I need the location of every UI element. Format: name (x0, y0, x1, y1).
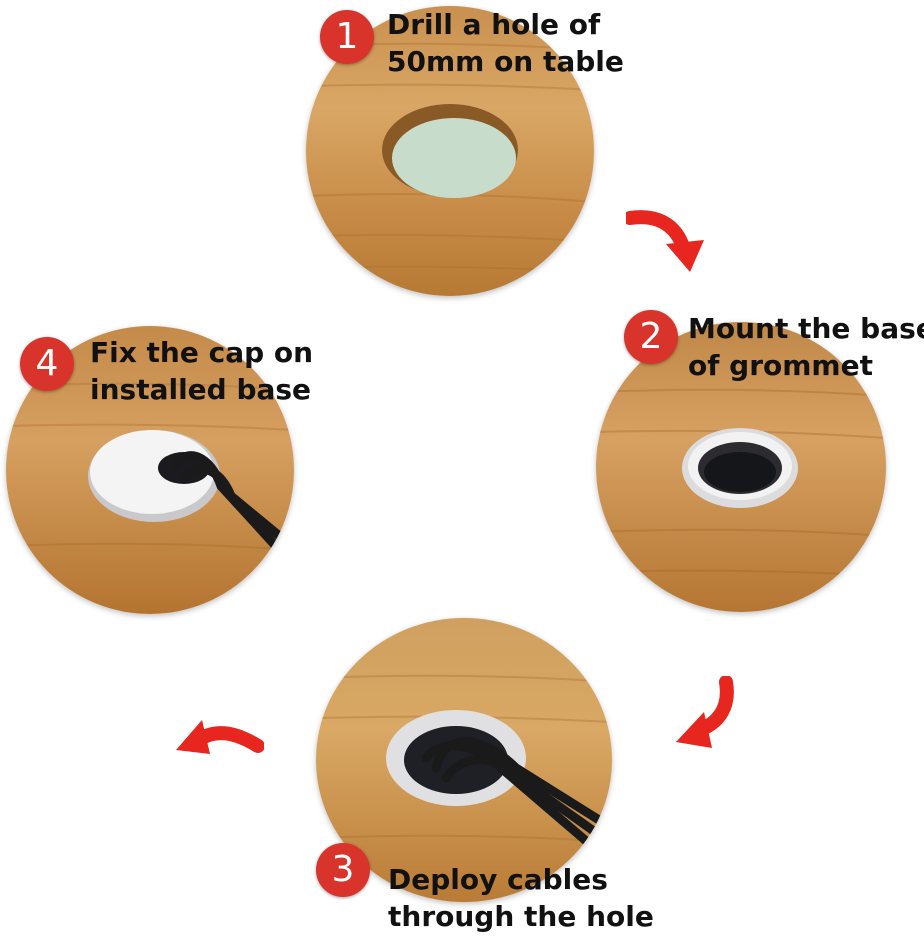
grommet-icon (682, 428, 798, 508)
step-2-label: Mount the base of grommet (688, 310, 924, 384)
step-3-label: Deploy cables through the hole (388, 861, 654, 935)
step-number-badge: 1 (320, 10, 374, 64)
curved-arrow-icon (676, 676, 734, 748)
step-number-badge: 3 (316, 843, 370, 897)
step-1-label-line1: Drill a hole of (387, 8, 601, 41)
cable-bundle-icon (421, 737, 612, 863)
step-4-label: Fix the cap on installed base (90, 334, 313, 408)
step-2-label-line2: of grommet (688, 349, 873, 382)
drilled-hole-icon (392, 118, 516, 198)
step-2-label-line1: Mount the base (688, 312, 924, 345)
step-1-label-line2: 50mm on table (387, 45, 624, 78)
cap-icon (88, 430, 220, 522)
step-4-label-line2: installed base (90, 373, 312, 406)
step-3-label-line2: through the hole (388, 900, 654, 933)
step-1-image (306, 6, 594, 296)
curved-arrow-icon (176, 720, 264, 754)
step-1-label: Drill a hole of 50mm on table (387, 6, 624, 80)
step-number-badge: 2 (624, 310, 678, 364)
cable-bundle-icon (171, 451, 294, 571)
step-4-label-line1: Fix the cap on (90, 336, 314, 369)
step-3-label-line1: Deploy cables (388, 863, 608, 896)
step-number-badge: 4 (20, 337, 74, 391)
curved-arrow-icon (626, 210, 704, 272)
step-3-image (316, 618, 612, 902)
step-2-image (596, 322, 886, 612)
